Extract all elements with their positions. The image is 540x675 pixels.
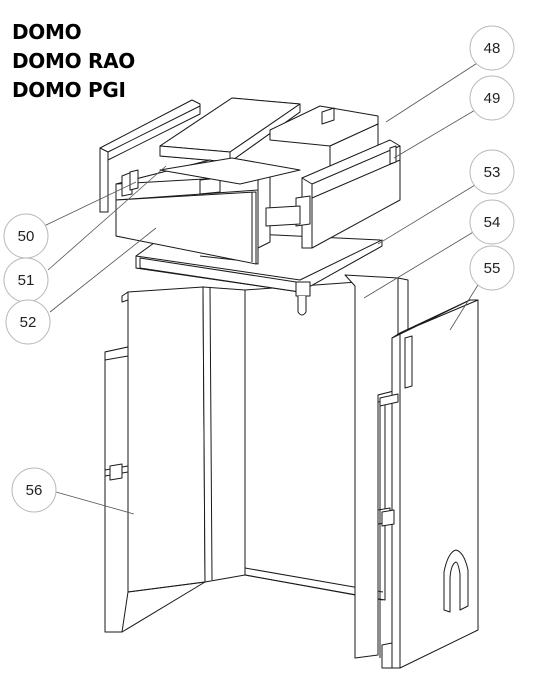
- side-panel-part-55: [379, 299, 479, 669]
- callout-number: 51: [18, 272, 35, 289]
- callout-number: 56: [26, 482, 43, 499]
- callout-circle: [5, 299, 51, 345]
- callout-number: 54: [484, 214, 501, 231]
- model-title-list: DOMO DOMO RAO DOMO PGI: [12, 18, 135, 105]
- callout-50: 50: [3, 213, 49, 259]
- callout-circle: [469, 25, 515, 71]
- callout-number: 50: [18, 228, 35, 245]
- callout-number: 55: [484, 260, 501, 277]
- callout-number: 53: [484, 164, 501, 181]
- callout-circle: [469, 75, 515, 121]
- callout-52: 52: [5, 299, 51, 345]
- firebox-lining-part-56: [104, 286, 206, 633]
- model-title-domo-rao: DOMO RAO: [12, 49, 135, 73]
- callout-54: 54: [469, 199, 515, 245]
- callout-circle: [469, 149, 515, 195]
- callout-51: 51: [3, 257, 49, 303]
- callout-53: 53: [469, 149, 515, 195]
- callout-number: 52: [20, 314, 37, 331]
- callout-circle: [11, 467, 57, 513]
- model-title-domo-pgi: DOMO PGI: [12, 78, 126, 102]
- callout-circle: [469, 199, 515, 245]
- callout-56: 56: [11, 467, 57, 513]
- model-title-domo: DOMO: [12, 20, 82, 44]
- callout-55: 55: [469, 245, 515, 291]
- callout-number: 49: [484, 90, 501, 107]
- callout-bubbles: 48 49 53 54 55 50 51 52 56: [3, 25, 515, 513]
- top-baffle-assembly: [99, 97, 401, 265]
- back-wall-part: [202, 279, 386, 601]
- callout-circle: [469, 245, 515, 291]
- callout-number: 48: [484, 40, 501, 57]
- callout-49: 49: [469, 75, 515, 121]
- callout-48: 48: [469, 25, 515, 71]
